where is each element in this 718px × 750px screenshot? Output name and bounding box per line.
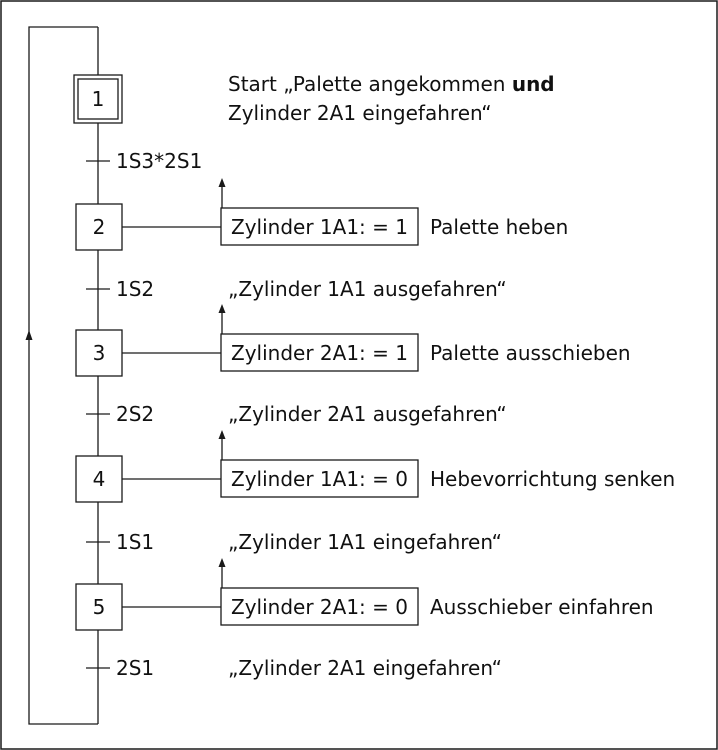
step-5-box [75, 583, 123, 631]
transition-4-description: „Zylinder 1A1 eingefahren“ [228, 530, 502, 554]
action-4-label: Ausschieber einfahren [430, 595, 654, 619]
action-1-label: Palette heben [430, 215, 569, 239]
action-4-command: Zylinder 2A1: = 0 [231, 595, 408, 619]
start-note-prefix: Start „Palette angekommen [228, 72, 512, 96]
action-2-command: Zylinder 2A1: = 1 [231, 341, 408, 365]
action-3-command: Zylinder 1A1: = 0 [231, 467, 408, 491]
step-3-box [75, 329, 123, 377]
transition-2-condition: 1S2 [116, 277, 155, 301]
action-3-arrow-up-icon [218, 430, 226, 439]
start-note-line-1: Start „Palette angekommen und [228, 72, 555, 96]
action-4-box [220, 587, 419, 626]
action-2-arrow-up-icon [218, 304, 226, 313]
action-3-box [220, 459, 419, 498]
step-4-number: 4 [92, 467, 106, 491]
action-3-label: Hebevorrichtung senken [430, 467, 676, 491]
step-4-box [75, 455, 123, 503]
action-4-arrow-up-icon [218, 558, 226, 567]
transition-2-description: „Zylinder 1A1 ausgefahren“ [228, 277, 507, 301]
transition-1-condition: 1S3*2S1 [116, 149, 203, 173]
start-note-line-2: Zylinder 2A1 eingefahren“ [228, 101, 492, 125]
action-2-label: Palette ausschieben [430, 341, 631, 365]
action-2-box [220, 333, 419, 372]
step-1-box [73, 74, 123, 124]
return-loop-arrow-icon [25, 330, 33, 340]
transition-4-condition: 1S1 [116, 530, 155, 554]
return-loop-line [28, 26, 98, 725]
action-1-box [220, 207, 419, 246]
transition-3-description: „Zylinder 2A1 ausgefahren“ [228, 402, 507, 426]
action-1-command: Zylinder 1A1: = 1 [231, 215, 408, 239]
action-1-arrow-up-icon [218, 178, 226, 187]
start-note-bold-word: und [511, 72, 555, 96]
step-1-number: 1 [91, 87, 105, 111]
transition-5-condition: 2S1 [116, 656, 155, 680]
step-5-number: 5 [92, 595, 106, 619]
transition-3-condition: 2S2 [116, 402, 155, 426]
step-2-number: 2 [92, 215, 106, 239]
step-3-number: 3 [92, 341, 106, 365]
step-1-inner-box [77, 78, 119, 120]
transition-5-description: „Zylinder 2A1 eingefahren“ [228, 656, 502, 680]
